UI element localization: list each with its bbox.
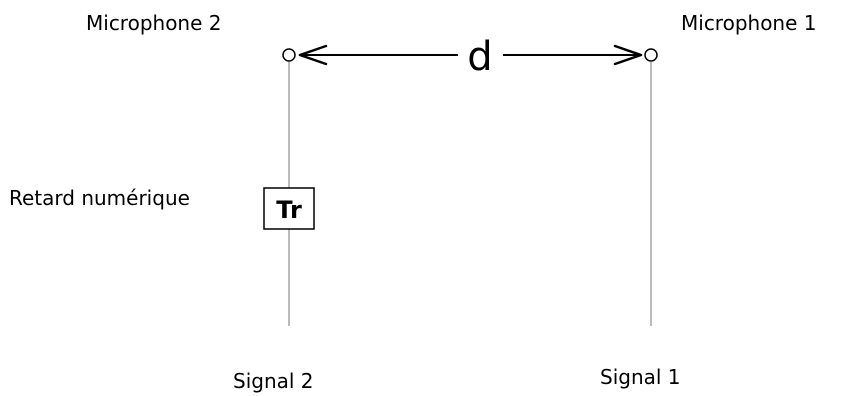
distance-arrow: [298, 44, 643, 66]
arrowhead-left-icon: [298, 44, 328, 66]
signal-1-label: Signal 1: [600, 365, 681, 389]
microphone-1-label: Microphone 1: [681, 11, 817, 35]
microphone-1-icon: [644, 48, 658, 62]
delay-box: [263, 187, 315, 230]
signal-2-label: Signal 2: [233, 369, 314, 393]
delay-label: Retard numérique: [9, 186, 190, 210]
microphone-2-icon: [282, 48, 296, 62]
arrowhead-right-icon: [613, 44, 643, 66]
delay-box-label: Tr: [276, 196, 302, 224]
distance-label: d: [467, 34, 492, 80]
microphone-2-label: Microphone 2: [86, 11, 222, 35]
